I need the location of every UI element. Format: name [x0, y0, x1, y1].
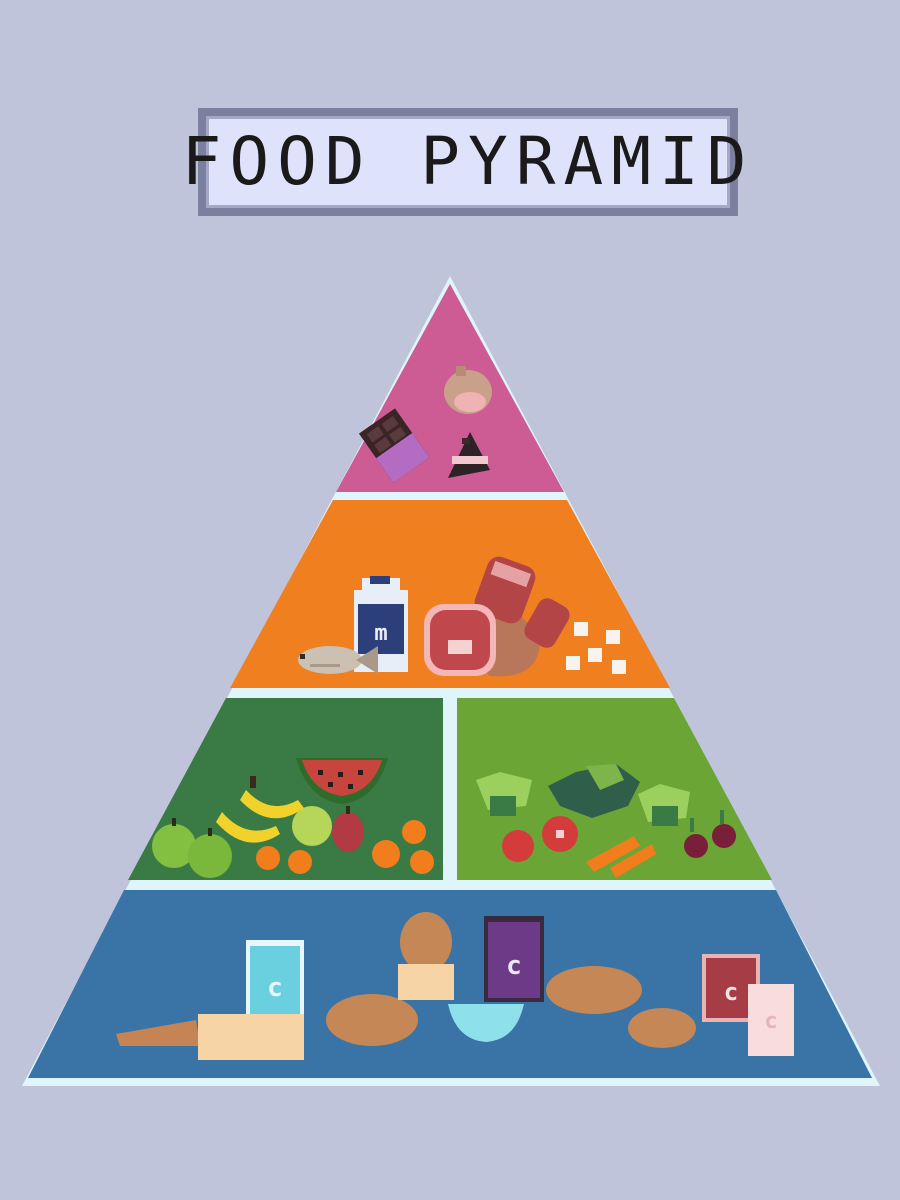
svg-text:c: c — [724, 978, 738, 1006]
page-title: FOOD PYRAMID — [181, 123, 755, 200]
svg-text:c: c — [267, 973, 283, 1003]
lettuce-icon — [548, 764, 640, 818]
apple-icon — [152, 806, 332, 878]
eggs-icon — [566, 622, 626, 674]
carrot-icon — [586, 836, 656, 878]
pear-icon — [332, 806, 364, 852]
muffin-icon — [398, 912, 454, 1000]
tier-protein — [230, 500, 670, 688]
title-sign-inner: FOOD PYRAMID — [182, 116, 746, 208]
milk-carton-icon: m — [354, 576, 408, 672]
baguette-icon — [116, 1014, 304, 1060]
watermelon-icon — [296, 758, 388, 804]
svg-text:c: c — [764, 1009, 777, 1034]
fish-icon — [298, 646, 378, 674]
title-sign: FOOD PYRAMID — [182, 108, 746, 216]
chocolate-bar-icon — [358, 408, 430, 483]
cabbage-icon — [476, 772, 690, 826]
banana-icon — [216, 776, 304, 843]
svg-text:c: c — [506, 951, 522, 981]
bowl-icon — [448, 1004, 524, 1042]
orange-icon — [256, 820, 434, 874]
ham-slice-icon — [444, 366, 492, 414]
bread-icon — [326, 966, 696, 1048]
cake-slice-icon — [448, 432, 490, 478]
beet-icon — [684, 810, 736, 858]
cereal-box-icon: c c c c — [246, 916, 794, 1056]
svg-text:m: m — [374, 621, 387, 646]
tomato-icon — [502, 816, 578, 862]
meat-chop-icon — [424, 604, 496, 676]
